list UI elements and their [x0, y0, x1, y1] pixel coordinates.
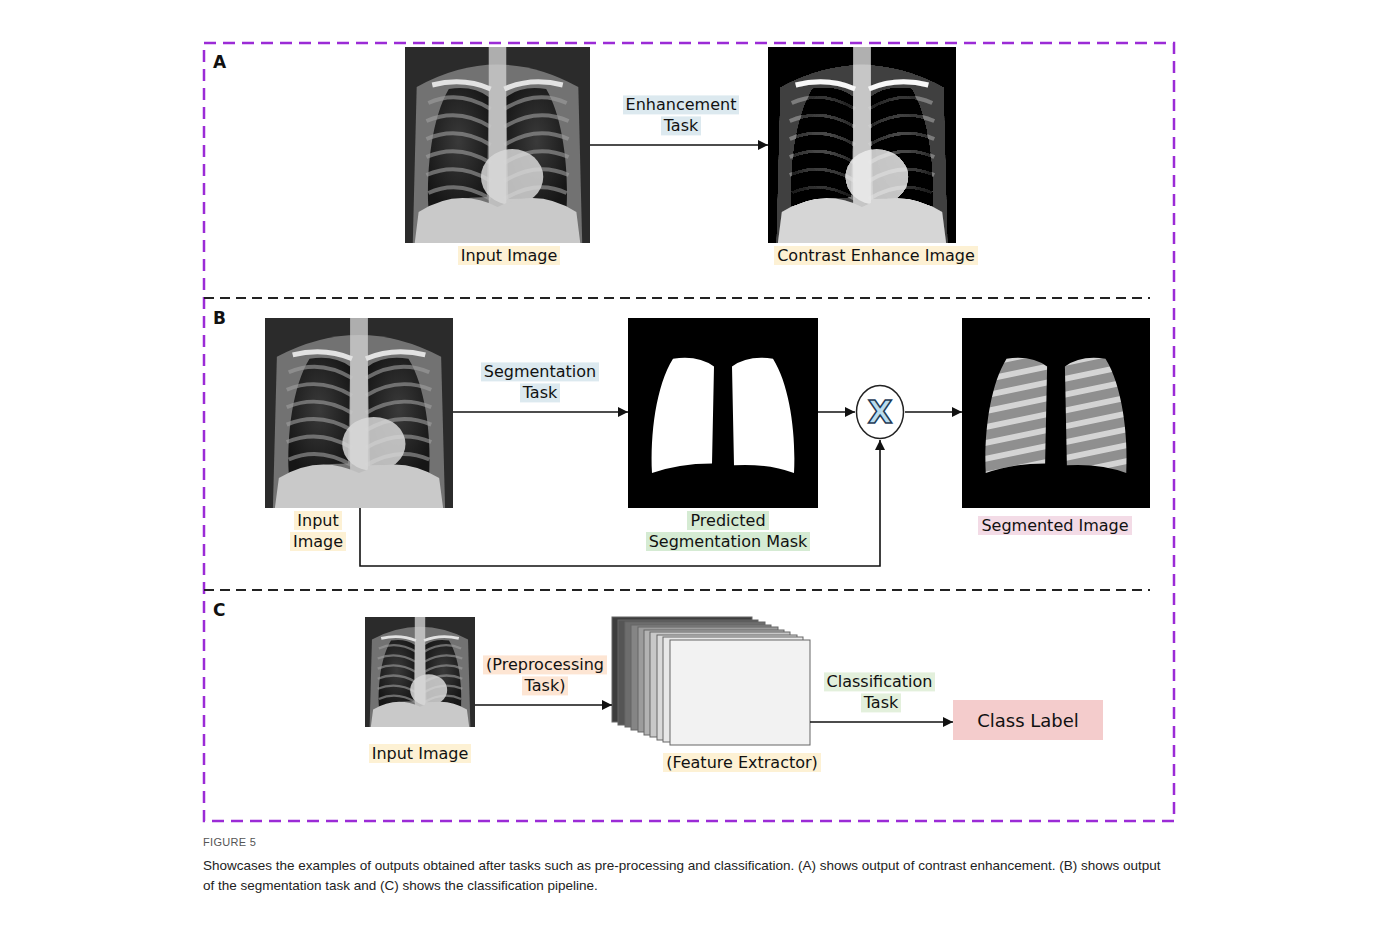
lung-mask [652, 358, 795, 473]
label-holder: Input Image [409, 246, 609, 267]
arrow-connector [905, 411, 962, 413]
xray-image: Input Image [365, 617, 475, 727]
mask-ground [628, 318, 818, 508]
label-holder: (Preprocessing Task) [470, 655, 620, 697]
multiply-circle: X [855, 384, 905, 440]
xray-image: Input Image [265, 318, 453, 508]
panel-letter: C [213, 600, 233, 620]
image-label: Predicted Segmentation Mask [646, 511, 811, 551]
label-holder: Enhancement Task [616, 95, 746, 137]
xray-image: Contrast Enhance Image [768, 47, 956, 243]
xray-photo [405, 47, 590, 243]
label-holder: Segmented Image [955, 516, 1155, 537]
edge-label: Classification Task [824, 672, 936, 712]
image-label: Input Image [290, 511, 346, 551]
arrow-connector [453, 411, 628, 413]
panel-band: Input Image (Feature Extractor) Class Labe… [203, 590, 1175, 822]
panel-letter: B [213, 308, 233, 328]
edge-label: Enhancement Task [623, 95, 740, 135]
panel-divider [204, 297, 1150, 299]
edge-label: (Preprocessing Task) [483, 655, 607, 695]
image-label: Segmented Image [978, 516, 1131, 535]
label-holder: Segmentation Task [475, 362, 605, 404]
panel-letter: A [213, 52, 233, 72]
box-text: Class Label [977, 710, 1079, 731]
image-label: Contrast Enhance Image [774, 246, 978, 265]
label-holder: (Feature Extractor) [632, 753, 852, 774]
feature-stack: (Feature Extractor) [612, 617, 810, 745]
xray-image: Input Image [405, 47, 590, 243]
figure-number: FIGURE 5 [203, 836, 256, 848]
feature-maps [612, 617, 810, 745]
mask-image: Predicted Segmentation Mask [628, 318, 818, 508]
xray-photo [365, 617, 475, 727]
label-holder: Predicted Segmentation Mask [643, 511, 813, 553]
xray-photo [265, 318, 453, 508]
segmented-lungs [985, 358, 1126, 473]
image-label: Input Image [458, 246, 561, 265]
segmented-image: Segmented Image [962, 318, 1150, 508]
arrow-connector [360, 440, 880, 566]
arrow-connector [810, 721, 953, 723]
label-holder: Input Image [355, 744, 485, 765]
image-label: (Feature Extractor) [663, 753, 821, 772]
label-holder: Classification Task [806, 672, 956, 714]
edge-label: Segmentation Task [481, 362, 599, 402]
segment-ground [962, 318, 1150, 508]
label-holder: Input Image [283, 511, 353, 553]
caption: Showcases the examples of outputs obtain… [203, 856, 1175, 895]
panel-band: Input ImageContrast Enhance ImageA [203, 42, 1175, 298]
multiply-symbol: X [855, 384, 905, 440]
panel-divider [204, 589, 1150, 591]
arrow-connector [590, 144, 768, 146]
panel-band: Input ImagePredicted Segmentation MaskXS… [203, 298, 1175, 590]
xray-photo [768, 47, 956, 243]
figure-frame [204, 43, 1174, 821]
arrow-connector [818, 411, 855, 413]
arrow-connector [475, 704, 612, 706]
class-box: Class Label [953, 700, 1103, 740]
image-label: Input Image [369, 744, 472, 763]
label-holder: Contrast Enhance Image [751, 246, 1001, 267]
